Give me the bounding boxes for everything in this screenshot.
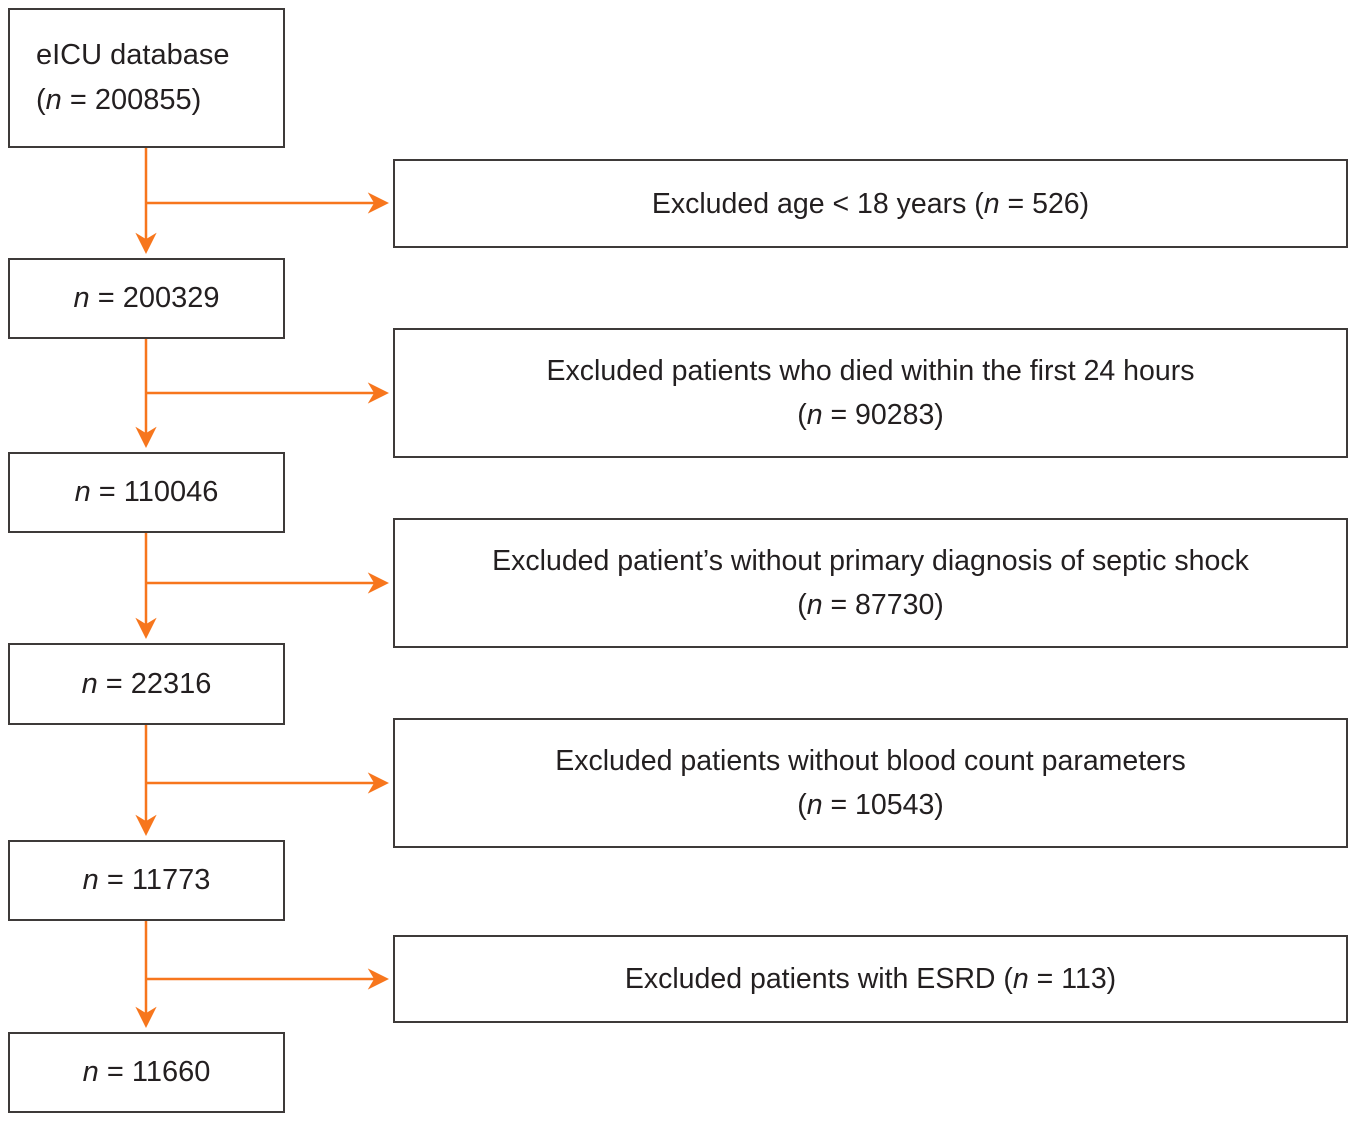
node-count: n = 11660 [10,1050,283,1095]
exclusion-line1: Excluded patient’s without primary diagn… [395,539,1346,583]
node-count-200329: n = 200329 [8,258,285,339]
arrow-step-4 [135,725,389,836]
arrow-step-5 [135,921,389,1028]
node-count: n = 22316 [10,662,283,707]
count-rest: = 22316 [97,667,212,700]
node-count: n = 200329 [10,276,283,321]
count-rest: = 200329 [89,282,220,314]
exclusion-no-septic-shock: Excluded patient’s without primary diagn… [393,518,1348,648]
exclusion-no-blood-count: Excluded patients without blood count pa… [393,718,1348,848]
count-open: ( [797,589,807,621]
exclusion-line1-text: Excluded patients without blood count pa… [555,745,1186,777]
exclusion-line2: (n = 90283) [395,393,1346,437]
exclusion-line1-pre: Excluded age < 18 years ( [651,187,984,220]
arrow-step-1 [135,148,389,254]
node-count-22316: n = 22316 [8,643,285,725]
count-n: n [45,84,62,116]
node-count: n = 110046 [10,470,283,515]
exclusion-text: Excluded patients with ESRD (n = 113) [395,957,1346,1001]
count-rest: = 11660 [98,1056,211,1088]
count-n: n [81,667,98,700]
exclusion-line1-text: Excluded patient’s without primary diagn… [492,545,1249,577]
count-rest: = 87730) [822,589,944,621]
node-count: n = 11773 [10,858,283,903]
count-open: ( [797,399,807,431]
exclusion-age: Excluded age < 18 years (n = 526) [393,159,1348,248]
count-open: ( [797,789,807,821]
count-n: n [806,789,823,821]
count-rest: = 200855) [61,84,202,116]
node-title-text: eICU database [36,39,230,71]
count-n: n [1012,963,1029,995]
count-n: n [806,399,823,431]
node-eicu-database: eICU database (n = 200855) [8,8,285,148]
count-n: n [983,187,1000,220]
count-rest: = 11773 [98,864,211,896]
node-count: (n = 200855) [36,78,283,123]
exclusion-line2: (n = 10543) [395,783,1346,827]
arrow-step-3 [135,533,389,639]
node-count-11660: n = 11660 [8,1032,285,1113]
exclusion-line1-pre: Excluded patients with ESRD ( [624,963,1013,995]
count-rest: = 110046 [90,476,219,508]
exclusion-line1-text: Excluded patients who died within the fi… [546,355,1195,387]
exclusion-line1-post: = 113) [1028,963,1117,995]
count-rest: = 10543) [822,789,944,821]
count-n: n [74,476,91,508]
count-rest: = 90283) [822,399,944,431]
exclusion-died-24h: Excluded patients who died within the fi… [393,328,1348,458]
exclusion-text: Excluded age < 18 years (n = 526) [395,182,1346,226]
arrow-step-2 [135,339,389,448]
count-n: n [82,864,99,896]
count-n: n [806,589,823,621]
count-n: n [73,282,90,314]
count-open: ( [36,84,46,116]
node-title: eICU database [36,33,283,78]
exclusion-line2: (n = 87730) [395,583,1346,627]
exclusion-esrd: Excluded patients with ESRD (n = 113) [393,935,1348,1023]
exclusion-line1: Excluded patients without blood count pa… [395,739,1346,783]
exclusion-line1: Excluded patients who died within the fi… [395,349,1346,393]
count-n: n [82,1056,99,1088]
exclusion-line1-post: = 526) [999,187,1090,220]
node-count-110046: n = 110046 [8,452,285,533]
node-count-11773: n = 11773 [8,840,285,921]
